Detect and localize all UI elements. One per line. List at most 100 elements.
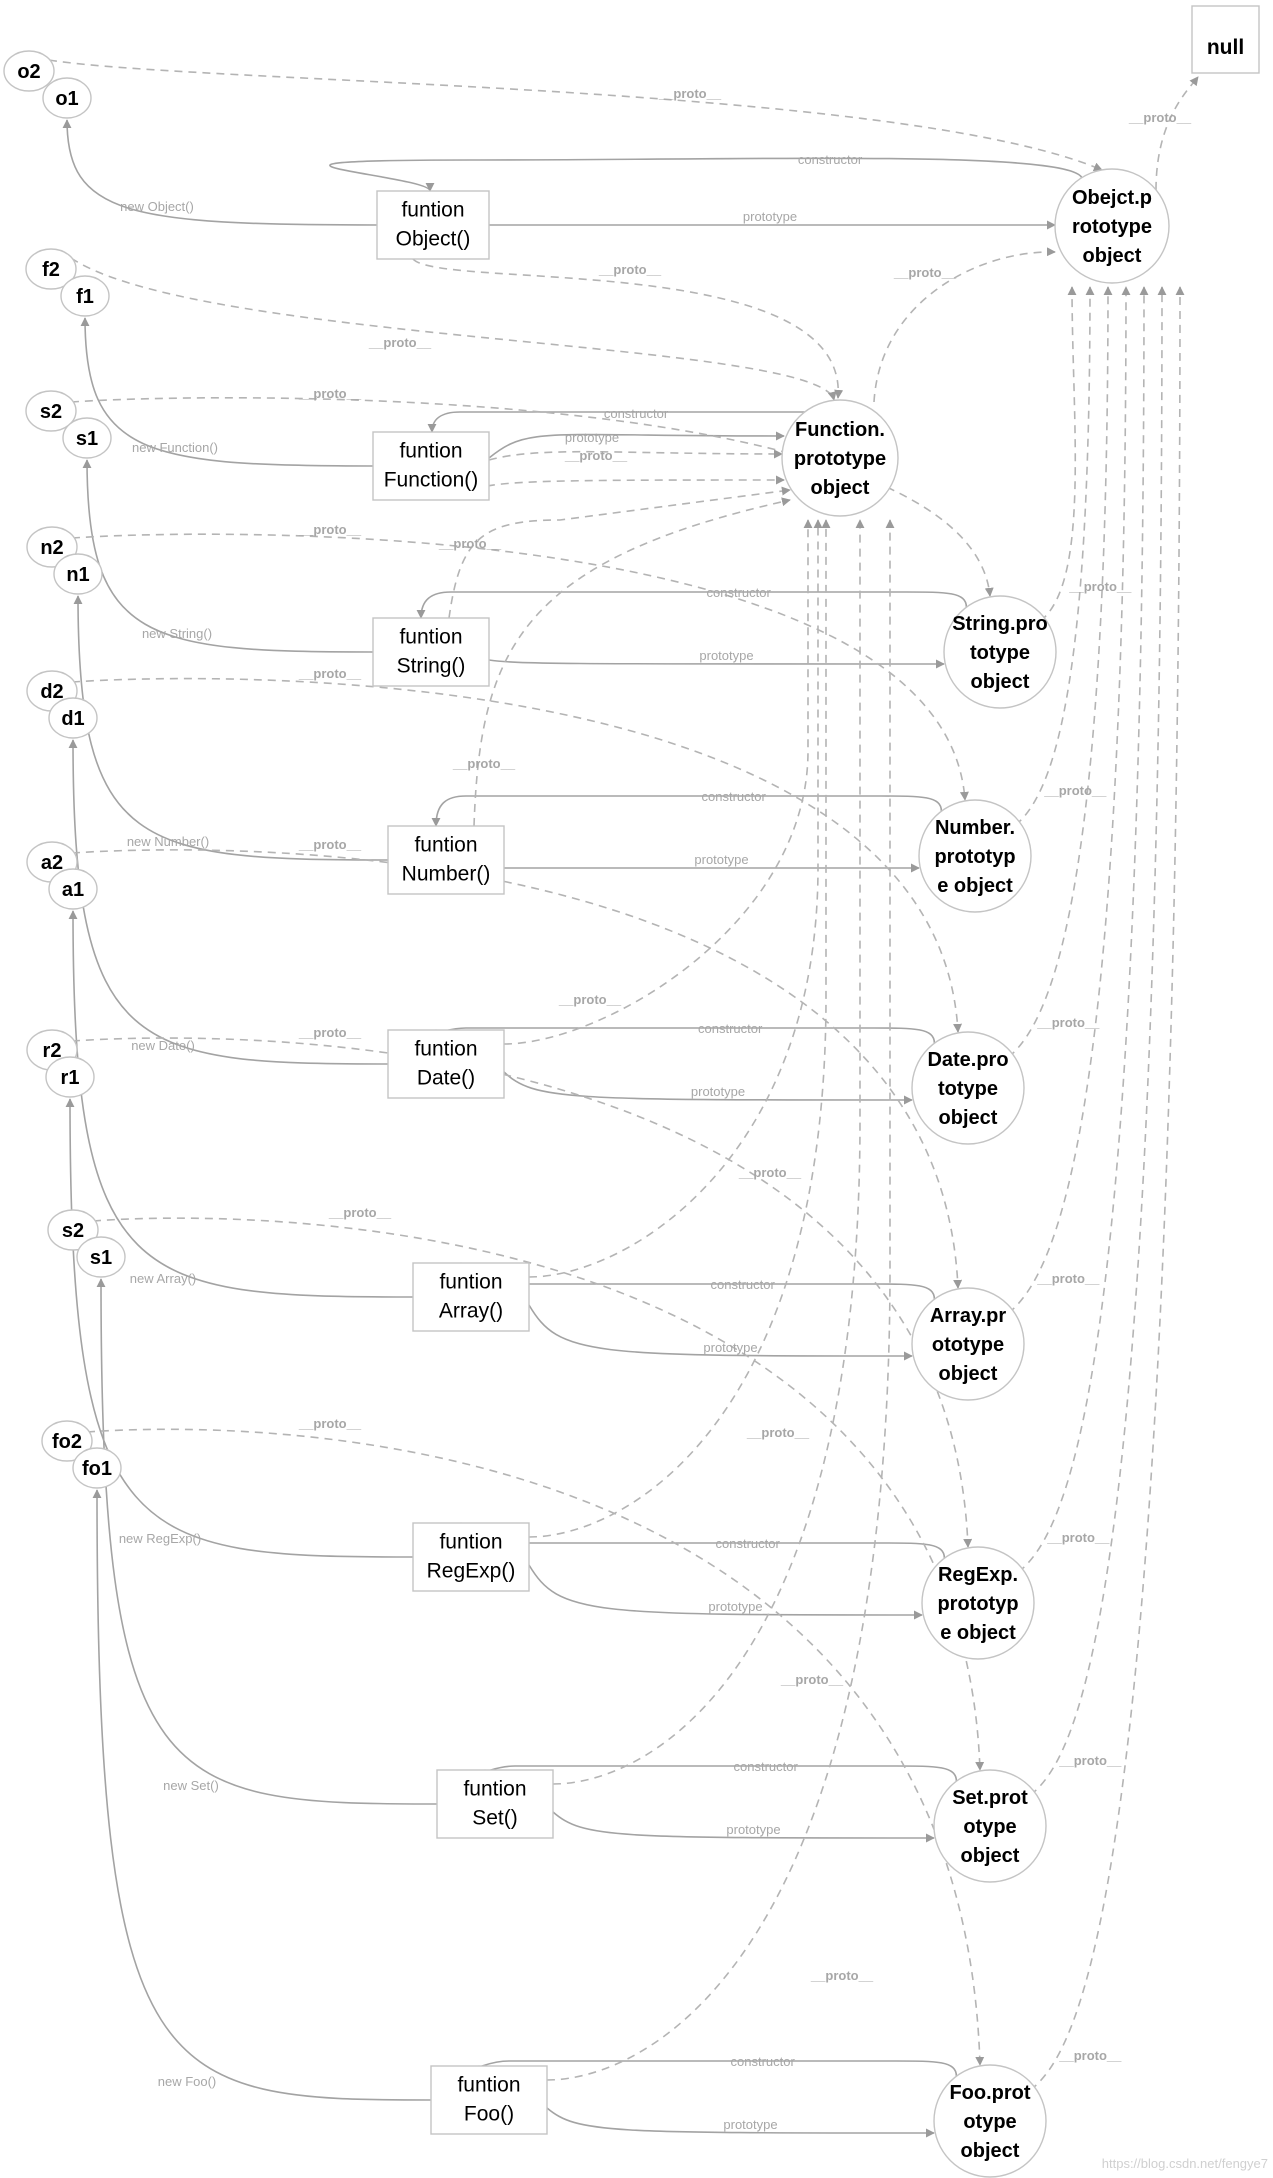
label-prototype-8: prototype bbox=[726, 1822, 780, 1837]
function-prototype-node-line-3: object bbox=[811, 477, 870, 499]
function-prototype-node-line-2: prototype bbox=[794, 448, 886, 470]
label-prototype-4: prototype bbox=[694, 852, 748, 867]
link-fnproto-9 bbox=[546, 519, 895, 2081]
nodes-layer: nullObejct.prototypeobjectFunction.proto… bbox=[3, 5, 1260, 2178]
label-fnproto-7: __proto__ bbox=[746, 1425, 810, 1440]
prototype-node-5-line-2: totype bbox=[938, 1078, 998, 1100]
link-constructor-9 bbox=[474, 2060, 958, 2077]
label-proto-objproto-null: __proto__ bbox=[1128, 110, 1192, 125]
function-box-3-line-2: String() bbox=[397, 655, 466, 678]
function-box-9-line-1: funtion bbox=[457, 2074, 520, 2097]
link-new-6 bbox=[68, 910, 414, 1298]
function-box-8-line-1: funtion bbox=[463, 1778, 526, 1801]
label-fnproto-8: __proto__ bbox=[780, 1672, 844, 1687]
function-box-9-line-2: Foo() bbox=[464, 2103, 514, 2126]
link-fnproto-8 bbox=[552, 519, 865, 1785]
prototype-node-9-line-3: object bbox=[961, 2140, 1020, 2162]
labels-layer: __proto____proto__new Object()prototypec… bbox=[119, 86, 1192, 2132]
link-constructor-1 bbox=[329, 157, 1083, 192]
label-fnproto-1: __proto__ bbox=[598, 262, 662, 277]
label-protochain-8: __proto__ bbox=[1058, 1753, 1122, 1768]
object-prototype-node-line-3: object bbox=[1083, 245, 1142, 267]
prototype-node-7-line-2: prototyp bbox=[937, 1593, 1018, 1615]
link-prototype-2 bbox=[488, 431, 785, 459]
prototype-node-4-line-3: e object bbox=[937, 875, 1013, 897]
label-prototype-7: prototype bbox=[708, 1599, 762, 1614]
link-protochain-6 bbox=[1007, 286, 1131, 1314]
prototype-node-7: RegExp. prototyp e object bbox=[921, 1546, 1035, 1660]
prototype-node-8-line-3: object bbox=[961, 1845, 1020, 1867]
prototype-node-3-line-1: String.pro bbox=[952, 613, 1048, 635]
link-fnproto-objproto bbox=[873, 247, 1056, 403]
link-protochain-3 bbox=[1039, 286, 1077, 622]
link-fnproto-6 bbox=[528, 519, 823, 1278]
link-new-2 bbox=[80, 317, 374, 467]
function-box-6-line-2: Array() bbox=[439, 1300, 503, 1323]
prototype-node-7-line-3: e object bbox=[940, 1622, 1016, 1644]
link-instproto-2 bbox=[70, 257, 837, 401]
label-new-6: new Array() bbox=[130, 1271, 196, 1286]
link-fnproto-2a bbox=[488, 449, 783, 461]
link-prototype-5 bbox=[503, 1071, 913, 1105]
label-constructor-6: constructor bbox=[711, 1277, 776, 1292]
label-fnproto-9: __proto__ bbox=[810, 1968, 874, 1983]
label-fnproto-3: __proto__ bbox=[438, 536, 502, 551]
prototype-node-3-line-2: totype bbox=[970, 642, 1030, 664]
link-new-7 bbox=[65, 1098, 414, 1558]
instance-a: f2 bbox=[42, 259, 60, 281]
link-new-4 bbox=[73, 595, 389, 861]
function-prototype-node: Function. prototype object bbox=[781, 399, 899, 517]
label-instproto-8: __proto__ bbox=[328, 1205, 392, 1220]
label-instproto-4: __proto__ bbox=[298, 522, 362, 537]
link-protochain-4 bbox=[1014, 286, 1095, 826]
label-new-1: new Object() bbox=[120, 199, 194, 214]
object-prototype-node-line-2: rototype bbox=[1072, 216, 1152, 238]
label-constructor-7: constructor bbox=[716, 1536, 781, 1551]
label-constructor-5: constructor bbox=[698, 1021, 763, 1036]
prototype-node-5-line-3: object bbox=[939, 1107, 998, 1129]
link-fnproto-1 bbox=[412, 258, 844, 399]
link-constructor-7 bbox=[456, 1522, 946, 1559]
prototype-node-7-line-1: RegExp. bbox=[938, 1564, 1018, 1586]
function-box-5-line-2: Date() bbox=[417, 1067, 475, 1090]
link-constructor-8 bbox=[480, 1765, 958, 1782]
link-prototype-9 bbox=[546, 2107, 935, 2138]
label-instproto-9: __proto__ bbox=[298, 1416, 362, 1431]
prototype-node-6-line-3: object bbox=[939, 1363, 998, 1385]
link-instproto-4 bbox=[71, 533, 969, 801]
label-new-9: new Foo() bbox=[158, 2074, 217, 2089]
link-constructor-6 bbox=[456, 1262, 936, 1300]
null-label: null bbox=[1207, 36, 1244, 59]
instance-a: s2 bbox=[40, 401, 62, 423]
function-box-4-line-2: Number() bbox=[402, 863, 491, 886]
function-box-6-line-1: funtion bbox=[439, 1271, 502, 1294]
function-box-1-line-1: funtion bbox=[401, 199, 464, 222]
instance-b: d1 bbox=[61, 708, 84, 730]
function-box-7-line-2: RegExp() bbox=[427, 1560, 516, 1583]
instance-a: a2 bbox=[41, 852, 63, 874]
label-prototype-6: prototype bbox=[703, 1340, 757, 1355]
prototype-node-4-line-1: Number. bbox=[935, 817, 1015, 839]
function-box-2-line-2: Function() bbox=[384, 469, 479, 492]
function-prototype-node-line-1: Function. bbox=[795, 419, 885, 441]
label-constructor-3: constructor bbox=[707, 585, 772, 600]
label-new-3: new String() bbox=[142, 626, 212, 641]
function-box-7-line-1: funtion bbox=[439, 1531, 502, 1554]
instance-a: s2 bbox=[62, 1220, 84, 1242]
links-layer bbox=[48, 59, 1199, 2138]
